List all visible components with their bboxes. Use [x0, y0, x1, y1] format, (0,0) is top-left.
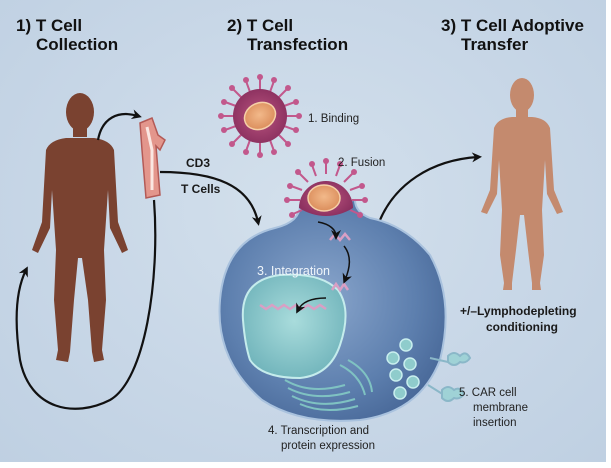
recipient-figure [481, 78, 563, 290]
transcription-label-line2: protein expression [281, 440, 375, 452]
step-1-title-line2: Collection [36, 35, 119, 54]
step-3-title-line2: Transfer [461, 35, 529, 54]
cd3-label: CD3 [186, 156, 211, 170]
fusion-label: 2. Fusion [338, 157, 386, 169]
endoplasmic-reticulum [284, 359, 373, 411]
step-3-title-line1: 3) T Cell Adoptive [441, 16, 584, 35]
arrow-patient-to-tube [96, 109, 142, 141]
t-cell-body [218, 198, 472, 422]
integration-label: 3. Integration [257, 264, 330, 278]
arrow-return-to-patient [15, 199, 157, 410]
step-1-title-line1: 1) T Cell [16, 16, 83, 35]
conditioning-label-line2: conditioning [486, 320, 558, 334]
blood-tube-icon [139, 117, 166, 199]
transcription-label-line1: 4. Transcription and [268, 425, 370, 437]
conditioning-label-line1: +/–Lymphodepleting [460, 304, 577, 318]
arrow-tcells-to-cell [159, 170, 262, 226]
diagram-panel: 1) T Cell Collection 2) T Cell Transfect… [0, 0, 606, 462]
step-2-title-line1: 2) T Cell [227, 16, 294, 35]
virus-binding-icon [218, 74, 302, 158]
virus-fusion-icon [284, 158, 368, 218]
car-receptor-icon [427, 352, 472, 402]
binding-label: 1. Binding [308, 113, 360, 125]
patient-figure [32, 93, 128, 362]
car-insertion-label-line2: membrane [473, 402, 528, 414]
step-2-title-line2: Transfection [247, 35, 349, 54]
step-3-title: 3) T Cell Adoptive Transfer [441, 16, 584, 54]
arrow-cell-to-recipient [378, 152, 482, 221]
t-cells-label: T Cells [181, 182, 221, 196]
diagram-artwork [15, 74, 563, 422]
nucleus [241, 273, 347, 380]
car-insertion-label-line3: insertion [473, 417, 517, 429]
car-insertion-label-line1: 5. CAR cell [459, 387, 517, 399]
step-1-title: 1) T Cell Collection [16, 16, 118, 54]
vesicles [386, 338, 420, 400]
step-2-title: 2) T Cell Transfection [227, 16, 348, 54]
